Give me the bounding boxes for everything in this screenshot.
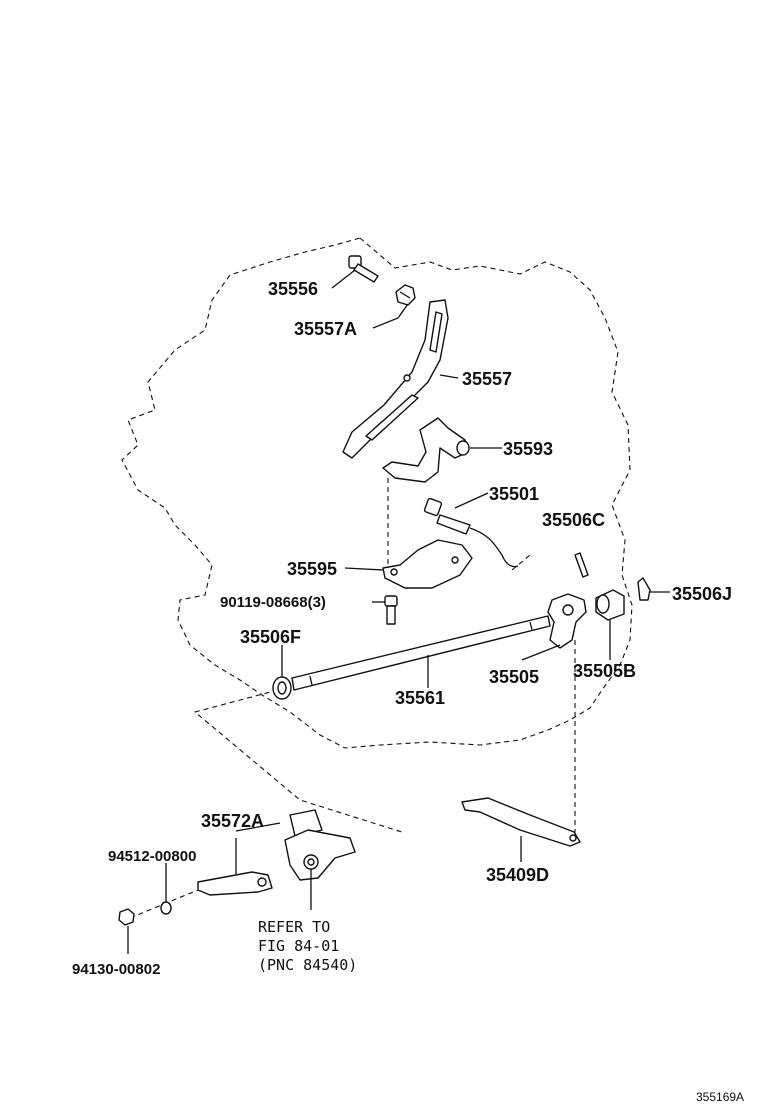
bracket-35593 [382, 417, 470, 483]
label-35572A: 35572A [201, 811, 264, 831]
leader-lines [127, 269, 670, 954]
label-35506J: 35506J [672, 584, 732, 604]
label-35557: 35557 [462, 369, 512, 389]
label-90119-08668: 90119-08668(3) [220, 594, 326, 611]
refer-note-line2: FIG 84-01 [258, 937, 339, 955]
label-94512-00800: 94512-00800 [108, 848, 196, 865]
label-35593: 35593 [503, 439, 553, 459]
label-35409D: 35409D [486, 865, 549, 885]
bolt-35556 [348, 255, 379, 283]
label-35501: 35501 [489, 484, 539, 504]
pin-35506C [574, 552, 589, 578]
label-35506C: 35506C [542, 510, 605, 530]
label-35561: 35561 [395, 688, 445, 708]
cable-35501 [423, 497, 519, 568]
label-35557A: 35557A [294, 319, 357, 339]
washer-94512 [160, 901, 172, 915]
refer-note-line3: (PNC 84540) [258, 956, 357, 974]
label-35505B: 35505B [573, 661, 636, 681]
bracket-arm-35557 [342, 299, 449, 459]
lever-35409D [461, 797, 581, 847]
figure-code: 355169A [696, 1090, 744, 1104]
grommet-35557A [395, 284, 416, 306]
label-94130-00802: 94130-00802 [72, 961, 160, 978]
arm-94512 [197, 871, 273, 896]
guide-shaft-35572A [193, 689, 406, 834]
bracket-35572A [284, 809, 356, 881]
transmission-case-outline [121, 237, 633, 749]
seal-35506F [272, 676, 292, 700]
shift-head-35505 [547, 593, 587, 649]
guide-cable-end [511, 554, 531, 571]
refer-note-line1: REFER TO [258, 918, 330, 936]
label-35506F: 35506F [240, 627, 301, 647]
label-35556: 35556 [268, 279, 318, 299]
label-35595: 35595 [287, 559, 337, 579]
bracket-35595 [382, 539, 473, 589]
label-35505: 35505 [489, 667, 539, 687]
clip-35506J [637, 577, 651, 601]
shaft-35561 [291, 615, 551, 691]
nut-94130 [118, 908, 135, 926]
bolt-90119 [384, 595, 398, 625]
sleeve-35505B [595, 589, 625, 621]
